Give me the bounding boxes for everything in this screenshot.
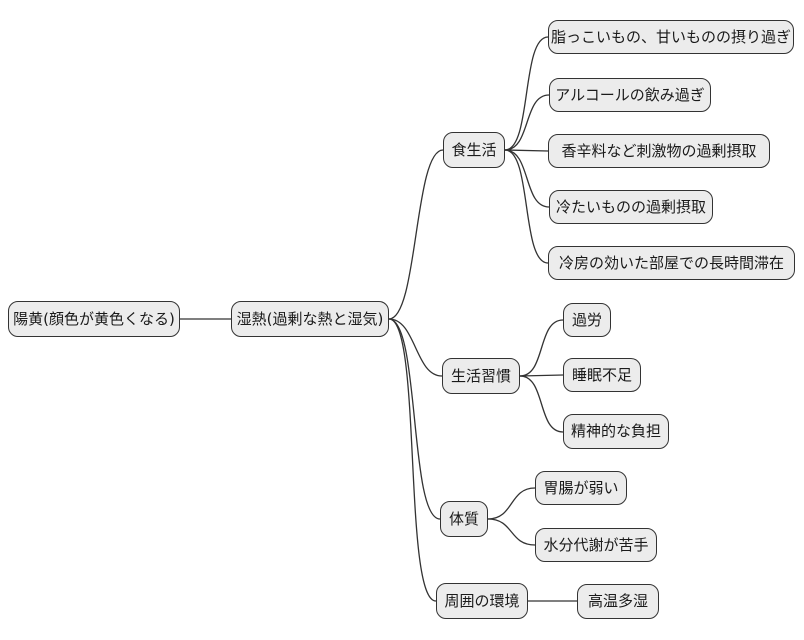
edge-intermediate-constitution	[388, 318, 441, 520]
edge-constitution-leaf1	[487, 487, 536, 520]
edge-lifestyle-leaf1	[519, 319, 564, 377]
edge-constitution-leaf2	[487, 518, 536, 546]
leaf-node-diet-4: 冷たいものの過剰摂取	[549, 190, 713, 224]
edge-intermediate-diet	[388, 149, 444, 320]
edge-intermediate-lifestyle	[388, 318, 443, 377]
branch-diet-node: 食生活	[443, 132, 505, 168]
leaf-node-constitution-1: 胃腸が弱い	[535, 471, 627, 505]
leaf-node-diet-5: 冷房の効いた部屋での長時間滞在	[548, 246, 795, 280]
leaf-node-environment-1: 高温多湿	[577, 584, 659, 619]
edge-diet-leaf5	[504, 149, 549, 264]
root-node: 陽黄(顔色が黄色くなる)	[8, 301, 180, 337]
edge-diet-leaf1	[504, 36, 549, 151]
leaf-node-diet-1: 脂っこいもの、甘いものの摂り過ぎ	[548, 20, 794, 54]
branch-environment-node: 周囲の環境	[436, 583, 528, 619]
branch-lifestyle-node: 生活習慣	[442, 358, 520, 394]
leaf-node-lifestyle-3: 精神的な負担	[563, 414, 669, 449]
edge-diet-leaf4	[504, 149, 550, 208]
leaf-node-constitution-2: 水分代謝が苦手	[535, 528, 657, 562]
leaf-node-lifestyle-1: 過労	[563, 303, 611, 337]
edge-diet-leaf2	[504, 94, 550, 151]
leaf-node-diet-2: アルコールの飲み過ぎ	[549, 78, 711, 112]
edge-diet-leaf3	[504, 149, 549, 152]
branch-constitution-node: 体質	[440, 501, 488, 537]
leaf-node-lifestyle-2: 睡眠不足	[563, 358, 641, 392]
edge-intermediate-environment	[388, 318, 437, 602]
edge-lifestyle-leaf2	[519, 374, 564, 377]
leaf-node-diet-3: 香辛料など刺激物の過剰摂取	[548, 134, 770, 168]
intermediate-node: 湿熱(過剰な熱と湿気)	[231, 301, 389, 337]
edge-lifestyle-leaf3	[519, 375, 564, 433]
